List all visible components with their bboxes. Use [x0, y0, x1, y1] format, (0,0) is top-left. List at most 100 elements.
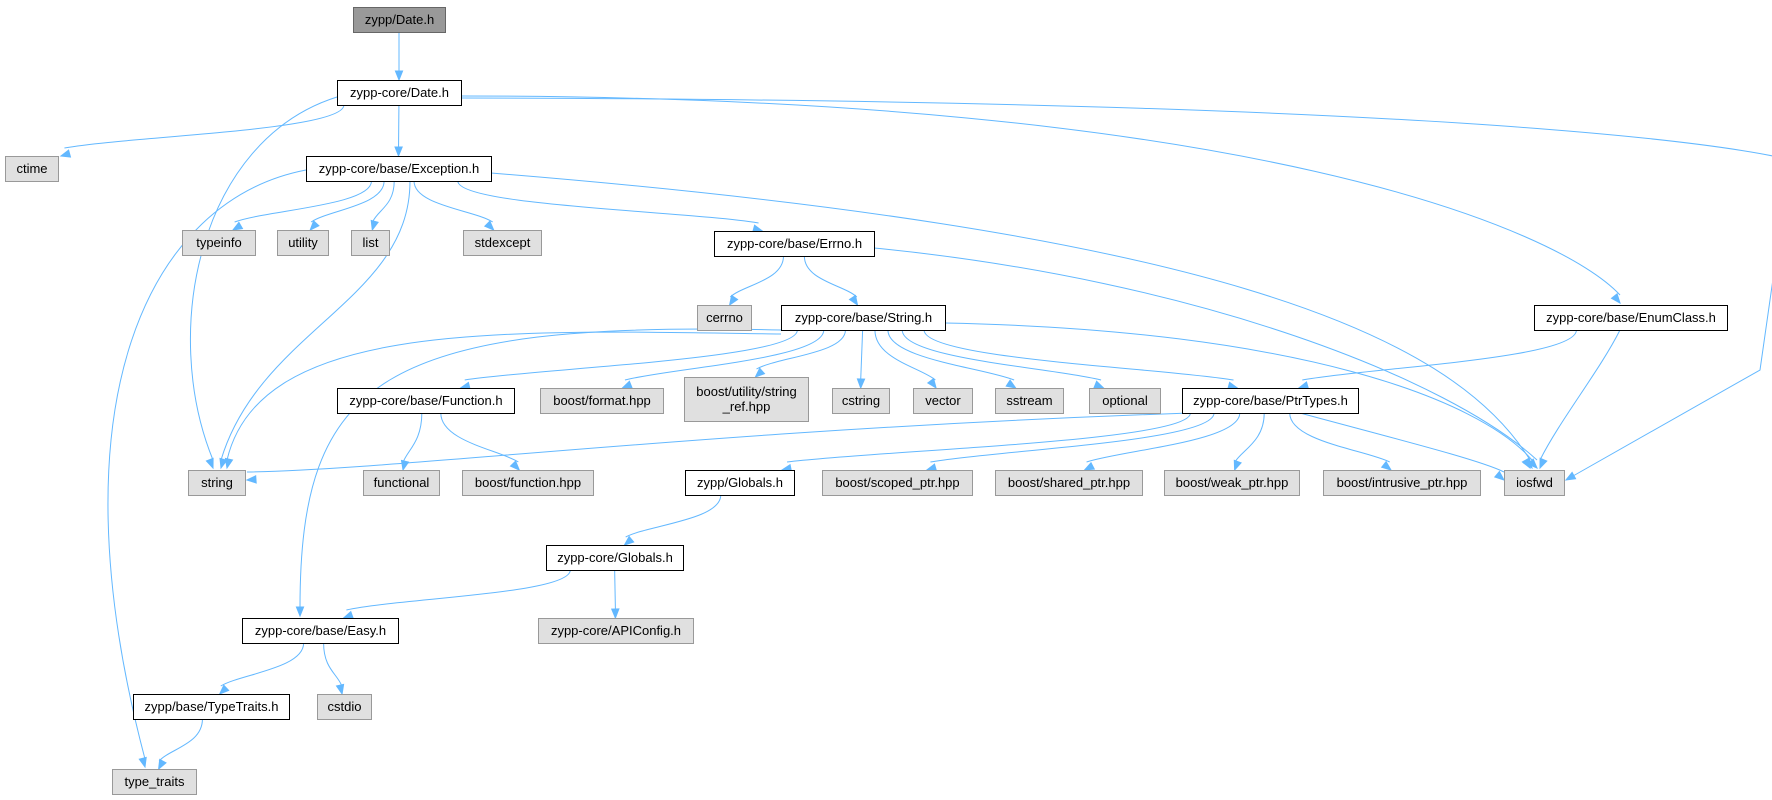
node-box	[1504, 470, 1565, 496]
node-zypp-globals[interactable]: zypp/Globals.h	[685, 470, 795, 496]
edge-exception-to-stdexcept	[413, 180, 493, 223]
edge-string-h-to-optional	[901, 329, 1102, 381]
node-box	[337, 80, 462, 106]
edge-exception-to-string	[220, 180, 411, 461]
edge-string-h-to-string	[226, 331, 782, 461]
node-box	[684, 377, 809, 422]
node-label: boost/shared_ptr.hpp	[1008, 475, 1130, 490]
edge-string-h-to-boost-format-arrowhead	[621, 380, 633, 389]
node-easy[interactable]: zypp-core/base/Easy.h	[242, 618, 399, 644]
node-exception[interactable]: zypp-core/base/Exception.h	[306, 156, 492, 182]
node-list: list	[351, 230, 390, 256]
node-label: zypp-core/base/EnumClass.h	[1546, 310, 1716, 325]
node-label: zypp/Globals.h	[697, 475, 783, 490]
node-box	[277, 230, 329, 256]
node-ctime: ctime	[5, 156, 59, 182]
edge-string-h-to-cstring-arrowhead	[856, 378, 866, 390]
edge-easy-to-typetraits-h-arrowhead	[218, 684, 230, 695]
edge-function-h-to-boost-function	[440, 412, 519, 463]
edge-string-h-to-easy	[299, 328, 782, 609]
node-function-h[interactable]: zypp-core/base/Function.h	[337, 388, 515, 414]
node-label: zypp-core/Date.h	[350, 85, 449, 100]
edge-exception-to-list	[372, 180, 395, 223]
edge-ptrtypes-to-boost-shared	[1086, 412, 1241, 463]
node-cerrno: cerrno	[697, 305, 752, 331]
edge-zypp-globals-to-core-globals	[625, 494, 722, 538]
edge-string-h-to-string-arrowhead	[224, 457, 234, 470]
node-label: ctime	[16, 161, 47, 176]
node-box	[463, 230, 542, 256]
node-label: boost/intrusive_ptr.hpp	[1337, 475, 1468, 490]
edge-string-h-to-cstring	[860, 329, 864, 381]
edge-errno-to-string-h	[803, 255, 858, 298]
node-boost-scoped: boost/scoped_ptr.hpp	[822, 470, 973, 496]
edge-easy-to-cstdio	[323, 642, 343, 687]
node-box	[540, 388, 664, 414]
node-box	[242, 618, 399, 644]
node-type-traits: type_traits	[112, 769, 197, 795]
node-label: zypp-core/base/Function.h	[349, 393, 502, 408]
node-label: zypp-core/Globals.h	[557, 550, 673, 565]
edge-string-h-to-boost-string-ref	[756, 329, 846, 370]
edge-enumclass-to-iosfwd	[1539, 329, 1621, 461]
node-label: type_traits	[125, 774, 185, 789]
node-label: boost/function.hpp	[475, 475, 581, 490]
edge-easy-to-cstdio-arrowhead	[335, 683, 345, 696]
node-typetraits-h[interactable]: zypp/base/TypeTraits.h	[133, 694, 290, 720]
node-box	[1182, 388, 1359, 414]
node-box	[351, 230, 390, 256]
node-label: cerrno	[706, 310, 743, 325]
edge-enumclass-to-ptrtypes	[1302, 329, 1577, 381]
node-box	[1323, 470, 1481, 496]
edge-exception-to-stdexcept-arrowhead	[483, 220, 495, 231]
edge-exception-to-iosfwd	[490, 172, 1531, 461]
node-ptrtypes[interactable]: zypp-core/base/PtrTypes.h	[1182, 388, 1359, 414]
edge-enumclass-to-ptrtypes-arrowhead	[1297, 381, 1310, 390]
node-cstdio: cstdio	[317, 694, 372, 720]
edge-ptrtypes-to-zypp-globals	[786, 412, 1191, 463]
edge-layer	[59, 32, 1772, 771]
node-box	[188, 470, 246, 496]
node-stdexcept: stdexcept	[463, 230, 542, 256]
node-sstream: sstream	[995, 388, 1064, 414]
edge-exception-to-type-traits	[107, 169, 307, 760]
node-enumclass[interactable]: zypp-core/base/EnumClass.h	[1534, 305, 1728, 331]
edge-core-date-to-string	[189, 96, 338, 461]
edge-ptrtypes-to-string	[246, 412, 1191, 473]
edge-function-h-to-boost-function-arrowhead	[509, 460, 521, 471]
node-box	[832, 388, 890, 414]
node-label: zypp-core/base/Errno.h	[727, 236, 862, 251]
node-zypp-date[interactable]: zypp/Date.h	[353, 7, 446, 33]
node-label: optional	[1102, 393, 1148, 408]
node-box	[1089, 388, 1161, 414]
edge-exception-to-errno	[457, 180, 759, 224]
edge-ptrtypes-to-boost-intrusive	[1289, 412, 1390, 463]
node-box	[133, 694, 290, 720]
edge-string-h-to-optional-arrowhead	[1093, 380, 1105, 389]
edge-ptrtypes-to-boost-scoped	[930, 412, 1215, 463]
node-errno[interactable]: zypp-core/base/Errno.h	[714, 231, 875, 257]
edge-typetraits-h-to-type-traits	[158, 718, 203, 762]
edge-exception-to-list-arrowhead	[370, 219, 379, 232]
edge-ptrtypes-to-string-arrowhead	[245, 475, 257, 484]
node-box	[538, 618, 694, 644]
node-box	[714, 231, 875, 257]
edge-exception-to-string-arrowhead	[219, 457, 228, 470]
node-box	[995, 388, 1064, 414]
edge-ptrtypes-to-boost-weak-arrowhead	[1233, 459, 1242, 472]
edge-function-h-to-functional-arrowhead	[400, 459, 410, 472]
edge-core-date-to-iosfwd	[460, 97, 1772, 481]
node-core-date[interactable]: zypp-core/Date.h	[337, 80, 462, 106]
edge-core-globals-to-easy-arrowhead	[342, 610, 354, 619]
edge-ptrtypes-to-iosfwd-arrowhead	[1493, 470, 1506, 481]
edge-core-date-to-enumclass	[460, 95, 1621, 296]
node-label: zypp/base/TypeTraits.h	[145, 699, 279, 714]
node-boost-intrusive: boost/intrusive_ptr.hpp	[1323, 470, 1481, 496]
node-box	[306, 156, 492, 182]
edge-string-h-to-iosfwd	[944, 322, 1533, 461]
node-box	[353, 7, 446, 33]
node-box	[685, 470, 795, 496]
node-core-globals[interactable]: zypp-core/Globals.h	[546, 545, 684, 571]
node-label: string	[201, 475, 233, 490]
node-string-h[interactable]: zypp-core/base/String.h	[781, 305, 946, 331]
